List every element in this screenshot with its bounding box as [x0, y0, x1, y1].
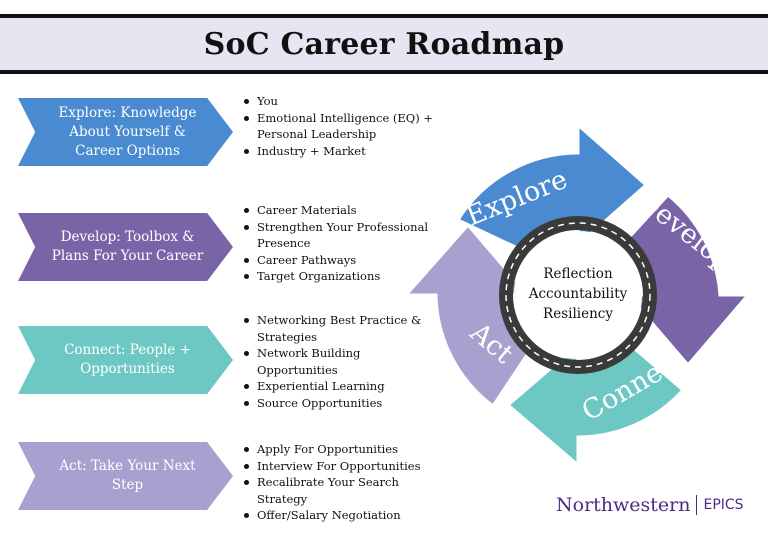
list-item: You	[242, 93, 442, 110]
develop-stage-arrow: Develop: Toolbox & Plans For Your Career	[18, 213, 233, 281]
list-item: Offer/Salary Negotiation	[242, 507, 442, 524]
explore-stage-arrow: Explore: Knowledge About Yourself & Care…	[18, 98, 233, 166]
act-stage-arrow: Act: Take Your Next Step	[18, 442, 233, 510]
list-item: Networking Best Practice & Strategies	[242, 312, 442, 345]
center-disc	[514, 231, 642, 359]
title-bar: SoC Career Roadmap	[0, 14, 768, 74]
northwestern-epics-logo: Northwestern EPICS	[556, 494, 744, 516]
brand-name: Northwestern	[556, 494, 691, 516]
center-ring-dashes	[505, 222, 651, 368]
list-item: Target Organizations	[242, 268, 442, 285]
list-item: Career Materials	[242, 202, 442, 219]
center-text-resiliency: Resiliency	[543, 306, 613, 322]
page-title: SoC Career Roadmap	[203, 26, 565, 62]
act-bullet-list: Apply For Opportunities Interview For Op…	[242, 441, 442, 524]
list-item: Emotional Intelligence (EQ) + Personal L…	[242, 110, 442, 143]
list-item: Strengthen Your Professional Presence	[242, 219, 442, 252]
explore-bullet-list: You Emotional Intelligence (EQ) + Person…	[242, 93, 442, 159]
develop-stage-label: Develop: Toolbox & Plans For Your Career	[51, 229, 204, 264]
act-stage-label: Act: Take Your Next Step	[59, 458, 196, 493]
explore-stage-label: Explore: Knowledge About Yourself & Care…	[58, 104, 197, 159]
brand-sub: EPICS	[703, 497, 744, 513]
list-item: Network Building Opportunities	[242, 345, 442, 378]
list-item: Interview For Opportunities	[242, 458, 442, 475]
connect-bullet-list: Networking Best Practice & Strategies Ne…	[242, 312, 442, 411]
brand-divider	[696, 495, 698, 515]
list-item: Experiential Learning	[242, 378, 442, 395]
list-item: Career Pathways	[242, 252, 442, 269]
connect-stage-label: Connect: People + Opportunities	[64, 342, 191, 377]
develop-bullet-list: Career Materials Strengthen Your Profess…	[242, 202, 442, 285]
center-text-accountability: Accountability	[528, 286, 628, 302]
center-text-reflection: Reflection	[543, 266, 613, 282]
career-cycle-diagram: Reflection Accountability Resiliency Exp…	[402, 121, 752, 469]
list-item: Apply For Opportunities	[242, 441, 442, 458]
connect-stage-arrow: Connect: People + Opportunities	[18, 326, 233, 394]
list-item: Recalibrate Your Search Strategy	[242, 474, 442, 507]
list-item: Industry + Market	[242, 143, 442, 160]
list-item: Source Opportunities	[242, 395, 442, 412]
